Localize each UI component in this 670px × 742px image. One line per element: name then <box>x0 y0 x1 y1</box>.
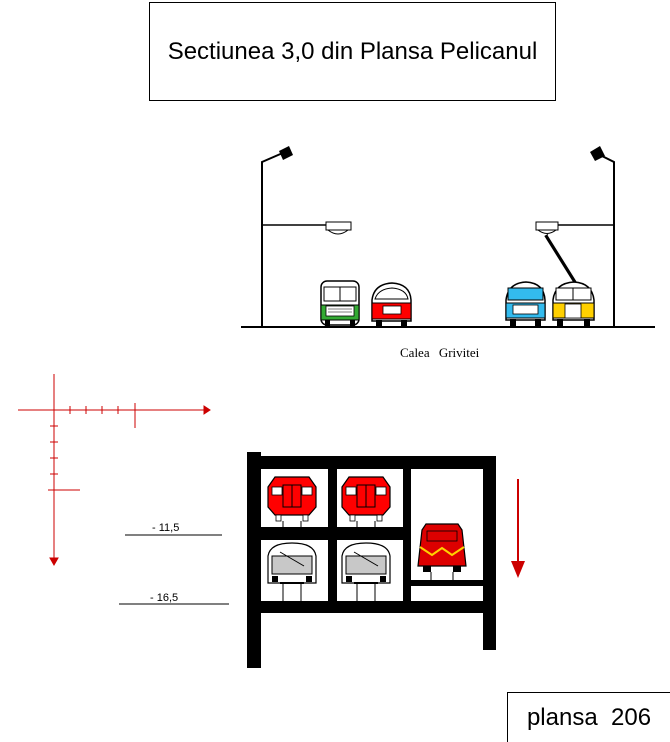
bus-icon-cyan <box>505 281 546 326</box>
metro-train-icon-2 <box>341 476 391 527</box>
tram-icon-green <box>320 280 360 326</box>
street-lamp-icon-left <box>261 146 352 327</box>
axis-cross <box>18 374 211 567</box>
underground-structure <box>247 452 496 668</box>
level-label-1: - 11,5 <box>152 522 180 534</box>
down-arrow-icon <box>511 479 525 578</box>
train-icon-grey-2 <box>341 542 391 601</box>
metro-train-icon-1 <box>267 476 317 527</box>
title-box: Sectiunea 3,0 din Plansa Pelicanul <box>149 2 556 101</box>
level-label-2: - 16,5 <box>150 592 179 604</box>
trolley-pole <box>544 233 578 285</box>
sheet-label: plansa 206 <box>526 703 652 731</box>
bus-icon-red <box>371 282 412 326</box>
train-icon-grey-1 <box>267 542 317 601</box>
street-label: Calea Grivitei <box>400 345 480 360</box>
locomotive-icon <box>417 523 467 580</box>
trolleybus-icon-yellow <box>552 281 595 326</box>
section-title: Sectiunea 3,0 din Plansa Pelicanul <box>167 37 538 65</box>
sheet-label-box: plansa 206 <box>507 692 670 742</box>
street-lamp-icon-right <box>535 146 615 327</box>
